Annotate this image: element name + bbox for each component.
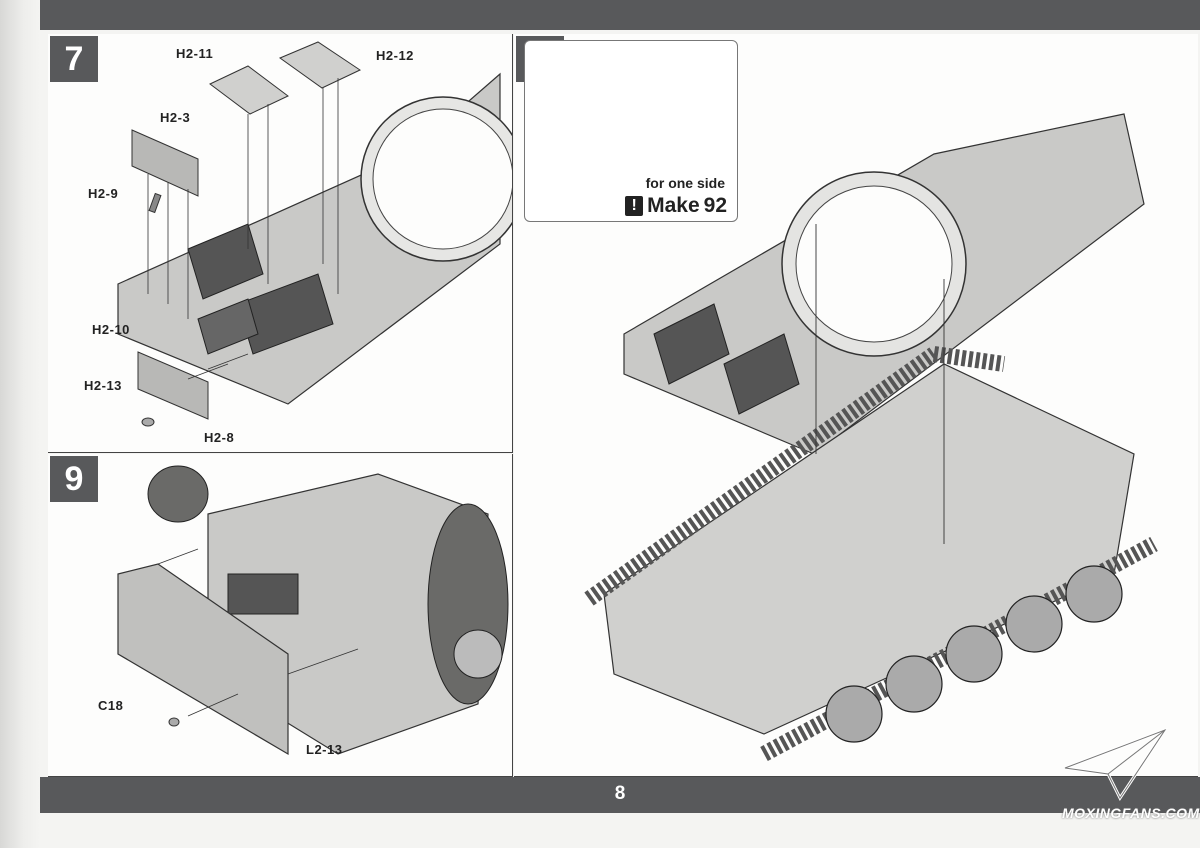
watermark-text: MOXINGFANS.COM (1062, 805, 1200, 821)
lower-hull (603, 363, 1135, 735)
engine-grille-1 (187, 223, 264, 300)
step-9-diagram (117, 465, 509, 756)
label-h2-10: H2-10 (92, 322, 130, 337)
label-h2-13: H2-13 (84, 378, 122, 393)
top-bar (40, 0, 1200, 30)
page-number: 8 (614, 783, 626, 804)
track-callout-box: for one side ! Make 92 (524, 40, 738, 222)
step-8-diagram (533, 63, 1158, 762)
rear-grille (227, 573, 299, 615)
step-7-number: 7 (50, 36, 98, 82)
step-7-panel: 7 H2-11 H2-12 H2-3 H2-9 H2-10 H2-13 H2-8 (48, 34, 513, 453)
step-9-number: 9 (50, 456, 98, 502)
step-9-panel: 9 C18 L2-13 (48, 454, 513, 777)
label-l2-13: L2-13 (306, 742, 343, 757)
label-h2-3: H2-3 (160, 110, 191, 125)
label-h2-11: H2-11 (176, 46, 214, 61)
label-c18: C18 (98, 698, 124, 713)
part-l2-13 (117, 563, 289, 756)
part-h2-11 (209, 65, 289, 115)
part-h2-3 (131, 129, 199, 197)
paper-plane-logo (1064, 728, 1169, 801)
part-h2-8 (141, 417, 155, 427)
part-c18 (168, 717, 180, 727)
step-7-diagram (117, 41, 512, 427)
make-number: 92 (703, 194, 727, 217)
part-h2-9 (148, 192, 162, 214)
road-wheels (825, 565, 1123, 743)
engine-grille-3 (197, 298, 259, 355)
part-h2-13 (137, 351, 209, 420)
exclamation-icon: ! (625, 196, 644, 216)
for-one-side-note: for one side (645, 175, 725, 191)
label-h2-8: H2-8 (204, 430, 235, 445)
label-h2-12: H2-12 (376, 48, 414, 63)
make-count: ! Make 92 (625, 194, 727, 218)
page-binding-shadow (0, 0, 40, 848)
bottom-bar: 8 (40, 777, 1200, 813)
part-h2-12 (278, 41, 362, 89)
label-h2-9: H2-9 (88, 186, 119, 201)
make-label: Make (647, 194, 700, 217)
